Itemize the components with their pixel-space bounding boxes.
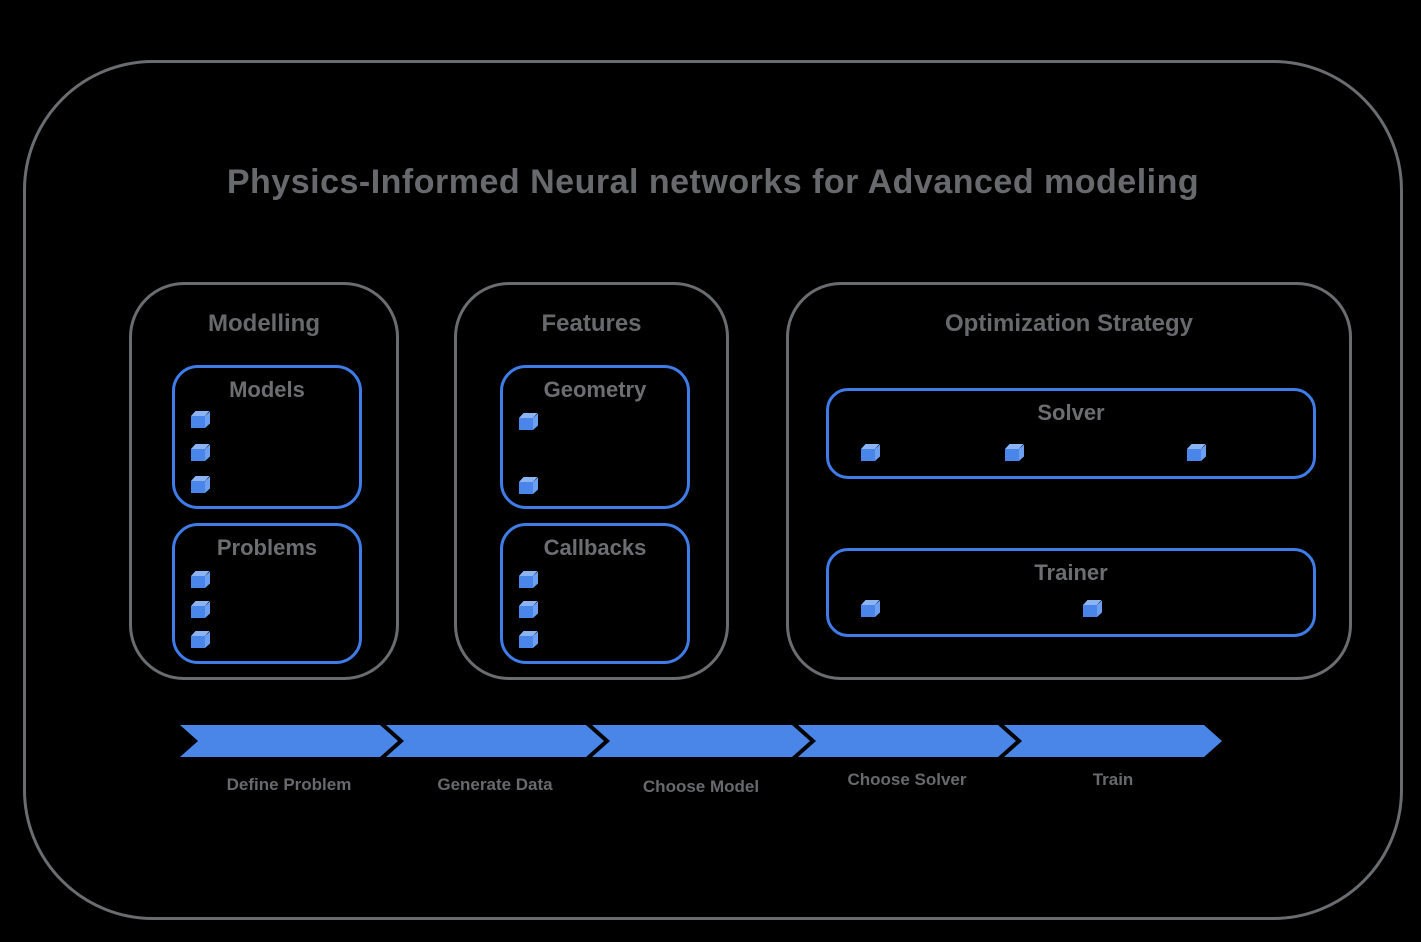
cube-icon xyxy=(191,449,205,461)
process-flow-arrows xyxy=(180,725,1222,757)
cube-icon xyxy=(861,449,875,461)
section-title: Modelling xyxy=(208,310,320,337)
box-solver: Solver xyxy=(826,388,1316,479)
flow-step-label: Train xyxy=(1092,770,1134,789)
flow-chevron xyxy=(386,725,604,757)
flow-chevron xyxy=(180,725,398,757)
cube-icon xyxy=(1083,605,1097,617)
box-problems: Problems xyxy=(172,523,362,664)
section-optimization-strategy: Optimization Strategy Solver Trainer xyxy=(786,282,1352,680)
section-title: Features xyxy=(541,310,642,337)
cube-icon xyxy=(1005,449,1019,461)
box-geometry: Geometry xyxy=(500,365,690,509)
cube-icon xyxy=(519,418,533,430)
cube-icon xyxy=(519,636,533,648)
cube-icon xyxy=(191,576,205,588)
box-label: Callbacks xyxy=(543,535,647,560)
flow-step-label: Choose Model xyxy=(642,777,760,796)
flow-step-label: Define Problem xyxy=(226,775,352,794)
cube-icon xyxy=(1187,449,1201,461)
box-models: Models xyxy=(172,365,362,509)
box-label: Trainer xyxy=(1034,560,1108,585)
cube-icon xyxy=(519,606,533,618)
cube-icon xyxy=(191,606,205,618)
cube-icon xyxy=(519,482,533,494)
section-modelling: Modelling Models Problems xyxy=(129,282,399,680)
cube-icon xyxy=(861,605,875,617)
section-title: Optimization Strategy xyxy=(944,310,1194,337)
flow-step-label: Generate Data xyxy=(437,775,553,794)
flow-step-label: Choose Solver xyxy=(847,770,967,789)
box-label: Models xyxy=(229,377,305,402)
cube-icon xyxy=(191,416,205,428)
flow-chevron xyxy=(1004,725,1222,757)
cube-icon xyxy=(519,576,533,588)
box-callbacks: Callbacks xyxy=(500,523,690,664)
box-trainer: Trainer xyxy=(826,548,1316,637)
flow-chevron xyxy=(798,725,1016,757)
cube-icon xyxy=(191,481,205,493)
outer-frame: Physics-Informed Neural networks for Adv… xyxy=(23,60,1403,920)
box-label: Solver xyxy=(1037,400,1105,425)
box-label: Problems xyxy=(216,535,318,560)
cube-icon xyxy=(191,636,205,648)
section-features: Features Geometry Callbacks xyxy=(454,282,729,680)
flow-chevron xyxy=(592,725,810,757)
box-label: Geometry xyxy=(543,377,647,402)
page-title: Physics-Informed Neural networks for Adv… xyxy=(226,163,1200,201)
